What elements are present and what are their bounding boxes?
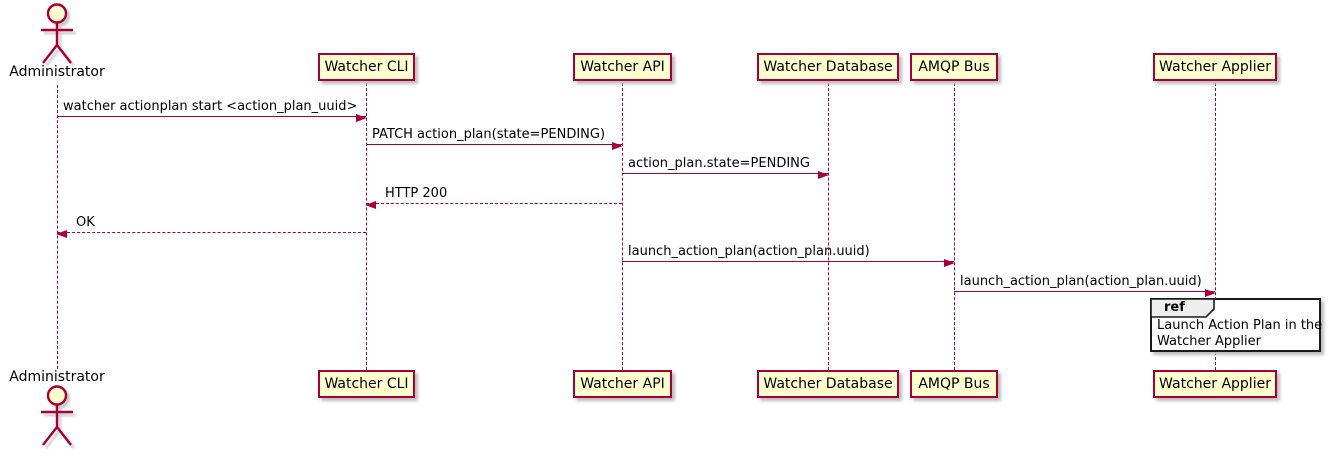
ref-body-text: Launch Action Plan in the Watcher Applie… bbox=[1157, 318, 1322, 350]
actor-icon bbox=[41, 3, 73, 64]
participant-watcher-applier-bottom: Watcher Applier bbox=[1153, 370, 1277, 398]
message-line bbox=[954, 291, 1215, 292]
message-label: OK bbox=[76, 215, 95, 230]
message-line bbox=[366, 203, 622, 204]
message-line bbox=[622, 261, 954, 262]
actor-icon bbox=[41, 385, 73, 446]
message-ok: OK bbox=[56, 215, 366, 238]
ref-keyword: ref bbox=[1164, 300, 1185, 315]
lifeline-watcher-api bbox=[622, 83, 623, 370]
message-start-actionplan: watcher actionplan start <action_plan_uu… bbox=[57, 99, 367, 122]
message-label: launch_action_plan(action_plan.uuid) bbox=[628, 244, 870, 259]
message-label: action_plan.state=PENDING bbox=[628, 156, 810, 171]
message-label: PATCH action_plan(state=PENDING) bbox=[372, 127, 606, 142]
arrowhead-left-icon bbox=[56, 230, 67, 238]
participant-watcher-database-bottom: Watcher Database bbox=[757, 370, 899, 398]
message-state-pending: action_plan.state=PENDING bbox=[622, 156, 829, 179]
message-launch-action-plan-amqp: launch_action_plan(action_plan.uuid) bbox=[954, 274, 1216, 297]
ref-fragment: ref Launch Action Plan in the Watcher Ap… bbox=[1150, 298, 1322, 352]
message-label: watcher actionplan start <action_plan_uu… bbox=[63, 99, 358, 114]
message-launch-action-plan-api: launch_action_plan(action_plan.uuid) bbox=[622, 244, 955, 267]
participant-watcher-applier-top: Watcher Applier bbox=[1153, 53, 1277, 81]
actor-administrator-label-top: Administrator bbox=[9, 64, 105, 80]
arrowhead-left-icon bbox=[365, 201, 376, 209]
message-http-200: HTTP 200 bbox=[365, 186, 622, 209]
participant-watcher-api-top: Watcher API bbox=[573, 53, 672, 81]
ref-body-line1: Launch Action Plan in the bbox=[1157, 318, 1323, 333]
arrowhead-right-icon bbox=[1205, 289, 1216, 297]
participant-amqp-bus-bottom: AMQP Bus bbox=[910, 370, 998, 398]
participant-watcher-cli-top: Watcher CLI bbox=[318, 53, 415, 81]
arrowhead-right-icon bbox=[944, 259, 955, 267]
lifeline-watcher-applier bbox=[1215, 83, 1216, 370]
message-line bbox=[366, 144, 622, 145]
lifeline-watcher-database bbox=[828, 83, 829, 370]
arrowhead-right-icon bbox=[356, 114, 367, 122]
message-line bbox=[622, 173, 828, 174]
ref-header-pentagon-icon bbox=[1150, 298, 1215, 318]
message-label: HTTP 200 bbox=[385, 186, 448, 201]
participant-amqp-bus-top: AMQP Bus bbox=[910, 53, 998, 81]
message-line bbox=[57, 116, 366, 117]
actor-administrator-label-bottom: Administrator bbox=[9, 369, 105, 385]
ref-body-line2: Watcher Applier bbox=[1157, 334, 1261, 349]
arrowhead-right-icon bbox=[612, 142, 623, 150]
lifeline-amqp-bus bbox=[954, 83, 955, 370]
message-line bbox=[57, 232, 366, 233]
participant-watcher-database-top: Watcher Database bbox=[757, 53, 899, 81]
message-label: launch_action_plan(action_plan.uuid) bbox=[960, 274, 1202, 289]
lifeline-watcher-cli bbox=[366, 83, 367, 370]
lifeline-administrator bbox=[57, 85, 58, 369]
arrowhead-right-icon bbox=[818, 171, 829, 179]
message-patch-action-plan: PATCH action_plan(state=PENDING) bbox=[366, 127, 623, 150]
participant-watcher-api-bottom: Watcher API bbox=[573, 370, 672, 398]
participant-watcher-cli-bottom: Watcher CLI bbox=[318, 370, 415, 398]
